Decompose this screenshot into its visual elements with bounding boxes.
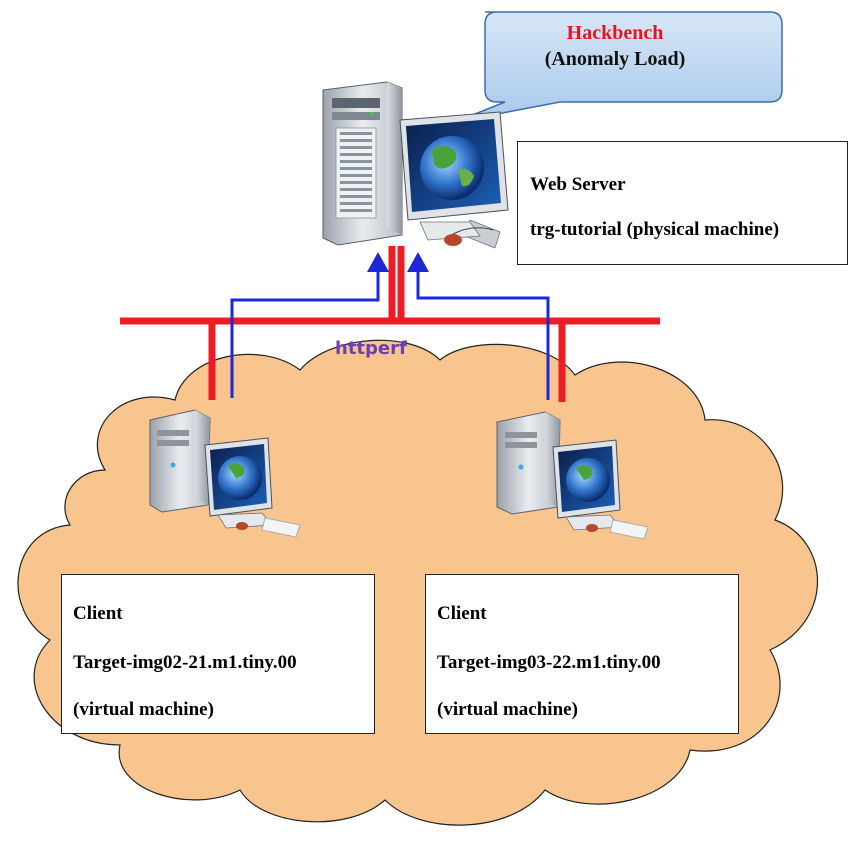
web-server-label-box: Web Server trg-tutorial (physical machin… [517, 141, 848, 265]
callout-title: Hackbench [566, 22, 664, 44]
client-role: Client [73, 603, 123, 624]
client-label-box: Client Target-img02-21.m1.tiny.00 (virtu… [61, 574, 375, 734]
client-kind: (virtual machine) [437, 699, 578, 720]
arrow-head-right [407, 252, 429, 272]
client-host: Target-img03-22.m1.tiny.00 [437, 652, 661, 673]
client-computer-icon [149, 409, 301, 538]
httperf-label: httperf [335, 338, 407, 359]
client-computer-icon [496, 411, 649, 540]
mouse-icon [444, 227, 494, 246]
client-host: Target-img02-21.m1.tiny.00 [73, 652, 297, 673]
globe-monitor-icon [399, 111, 509, 249]
request-lines [230, 268, 550, 400]
server-role: Web Server [530, 174, 626, 195]
client-role: Client [437, 603, 487, 624]
callout-subtitle: (Anomaly Load) [544, 48, 686, 70]
network-bus [120, 246, 660, 402]
client-kind: (virtual machine) [73, 699, 214, 720]
client-label-box: Client Target-img03-22.m1.tiny.00 (virtu… [425, 574, 739, 734]
server-tower-icon [322, 81, 403, 246]
server-host: trg-tutorial (physical machine) [530, 219, 780, 240]
arrow-head-left [367, 252, 389, 272]
